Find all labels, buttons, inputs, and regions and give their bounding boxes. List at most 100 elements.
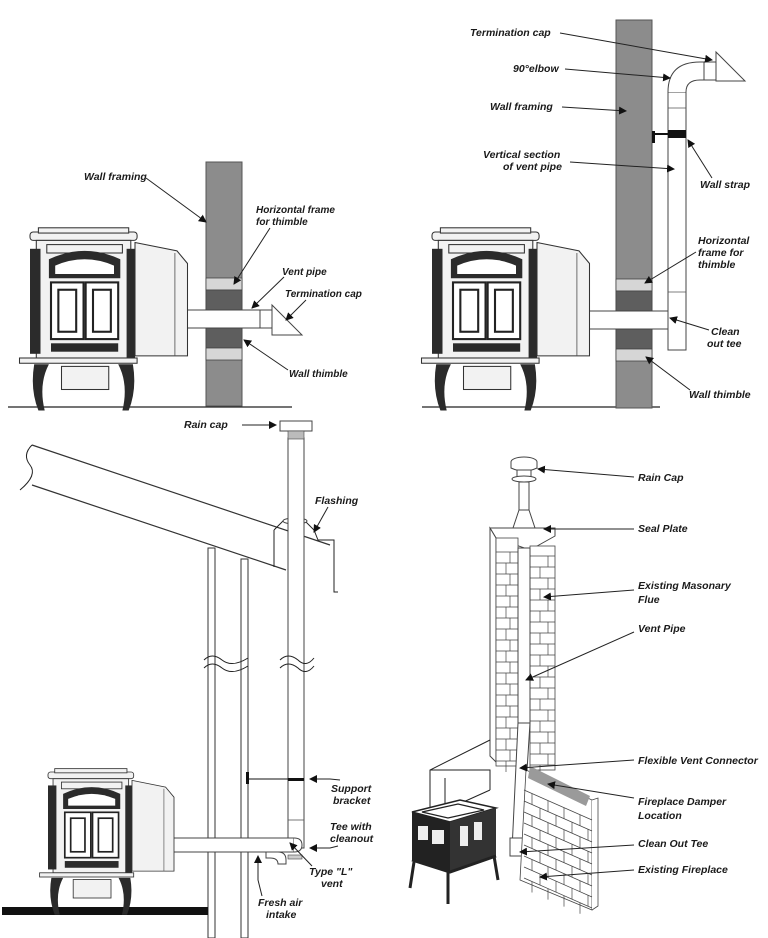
brick-joint — [523, 855, 593, 887]
fireplace-wall-edge — [591, 797, 599, 911]
leader-fresh-air-intake — [254, 855, 263, 897]
leader-existing-fireplace — [539, 869, 635, 881]
wall-thimble-upper — [615, 290, 653, 312]
panel-masonry-chimney: Rain Cap Seal Plate Existing Masonary Fl… — [408, 456, 759, 914]
horizontal-vent-pipe — [583, 310, 669, 330]
leader-horizontal-frame — [233, 227, 271, 285]
leader-damper-location — [547, 781, 635, 799]
vertical-vent-pipe — [287, 437, 305, 849]
hearth-outline — [429, 739, 491, 809]
leader-horizontal-frame — [644, 251, 697, 284]
label-flashing: Flashing — [315, 495, 359, 507]
label-damper-location-2: Location — [638, 810, 682, 822]
label-vertical-section-2: of vent pipe — [503, 161, 562, 173]
label-horizontal-frame-1: Horizontal — [698, 235, 750, 247]
vent-pipe — [182, 309, 261, 329]
label-existing-fireplace: Existing Fireplace — [638, 864, 728, 876]
wall-thimble-lower — [615, 328, 653, 350]
label-masonry-flue-2: Flue — [638, 594, 660, 606]
rain-cap-collar — [511, 475, 537, 483]
label-horizontal-frame-2: for thimble — [256, 217, 308, 228]
label-vent-pipe: Vent pipe — [282, 267, 327, 278]
ninety-degree-elbow — [667, 61, 705, 93]
leader-wall-strap — [687, 139, 713, 179]
label-vertical-section-1: Vertical section — [483, 149, 560, 161]
type-l-vent — [293, 837, 303, 853]
label-tee-with-cleanout-1: Tee with — [330, 821, 372, 833]
leader-vent-pipe — [525, 631, 635, 681]
wall-strap-mount — [652, 131, 655, 143]
label-90-elbow: 90°elbow — [513, 63, 559, 75]
fresh-air-intake-elbow — [265, 851, 287, 865]
label-fresh-air-1: Fresh air — [258, 897, 303, 909]
chimney-right-face — [529, 545, 556, 771]
leader-clean-out-tee — [519, 844, 635, 856]
leader-support-bracket — [309, 775, 341, 783]
chimney-edge — [489, 526, 497, 764]
leader-masonry-flue — [543, 589, 635, 601]
horizontal-frame-lower — [615, 348, 653, 362]
cleanout-cap — [287, 854, 303, 860]
label-support-bracket-1: Support — [331, 783, 372, 795]
fireplace-bricks — [523, 789, 593, 914]
leader-rain-cap — [537, 465, 635, 478]
brick-joint — [523, 844, 593, 876]
label-flexible-vent-connector: Flexible Vent Connector — [638, 755, 759, 767]
label-horizontal-frame-3: thimble — [698, 259, 735, 271]
label-rain-cap: Rain Cap — [638, 472, 684, 484]
label-seal-plate: Seal Plate — [638, 523, 688, 535]
wall-strap — [668, 130, 686, 138]
leader-vent-pipe — [251, 276, 285, 309]
label-clean-out-tee-2: out tee — [707, 338, 742, 350]
leader-tee-with-cleanout — [309, 844, 339, 852]
stove-isometric-view — [408, 799, 500, 904]
label-wall-thimble: Wall thimble — [689, 389, 751, 401]
leader-wall-framing — [145, 177, 207, 223]
label-horizontal-frame-1: Horizontal frame — [256, 205, 335, 216]
wall-thimble-upper — [205, 289, 243, 311]
label-clean-out-tee-1: Clean — [711, 326, 740, 338]
brick-joint — [523, 789, 593, 821]
label-termination-cap: Termination cap — [470, 27, 551, 39]
leader-vertical-section — [569, 161, 675, 173]
floor — [2, 907, 208, 915]
label-horizontal-frame-2: frame for — [698, 247, 744, 259]
stove-front-view — [38, 767, 175, 916]
leader-wall-thimble — [645, 356, 691, 391]
leader-flashing — [313, 506, 329, 533]
termination-cap — [715, 50, 747, 82]
panel-horizontal-through-wall: Wall framing Horizontal frame for thimbl… — [8, 161, 362, 412]
label-termination-cap: Termination cap — [285, 289, 362, 300]
panel-horizontal-then-vertical: Termination cap 90°elbow Wall framing Ve… — [420, 19, 751, 412]
leader-90-elbow — [564, 68, 671, 82]
panel-vertical-through-roof: Rain cap Flashing Support bracket Tee wi… — [2, 419, 374, 938]
label-wall-framing: Wall framing — [84, 171, 147, 183]
brick-joint — [523, 877, 593, 909]
vent-pipe — [517, 547, 531, 724]
support-bracket — [288, 778, 304, 781]
break-mark — [203, 663, 249, 672]
label-damper-location-1: Fireplace Damper — [638, 796, 727, 808]
leader-termination-cap — [559, 32, 713, 63]
wall-stud — [207, 547, 216, 938]
rain-cap-screen — [287, 430, 305, 440]
label-fresh-air-2: intake — [266, 909, 297, 921]
roof-rafter — [31, 444, 331, 571]
break-mark — [279, 655, 315, 664]
chimney-left-face — [495, 537, 519, 767]
leader-wall-framing — [561, 106, 627, 115]
label-tee-with-cleanout-2: cleanout — [330, 833, 374, 845]
rain-cap — [279, 420, 313, 432]
chimney-bricks — [496, 551, 555, 776]
support-bracket-mount — [246, 772, 249, 784]
stove-front-view — [420, 226, 591, 412]
horizontal-frame-lower — [205, 347, 243, 361]
termination-cap — [271, 303, 304, 336]
brick-joint — [523, 833, 593, 865]
flashing — [273, 519, 338, 593]
label-vent-pipe: Vent Pipe — [638, 623, 686, 635]
stove-front-view — [18, 226, 189, 412]
horizontal-vent-pipe — [171, 837, 295, 853]
leader-flexible-vent-connector — [519, 759, 635, 772]
